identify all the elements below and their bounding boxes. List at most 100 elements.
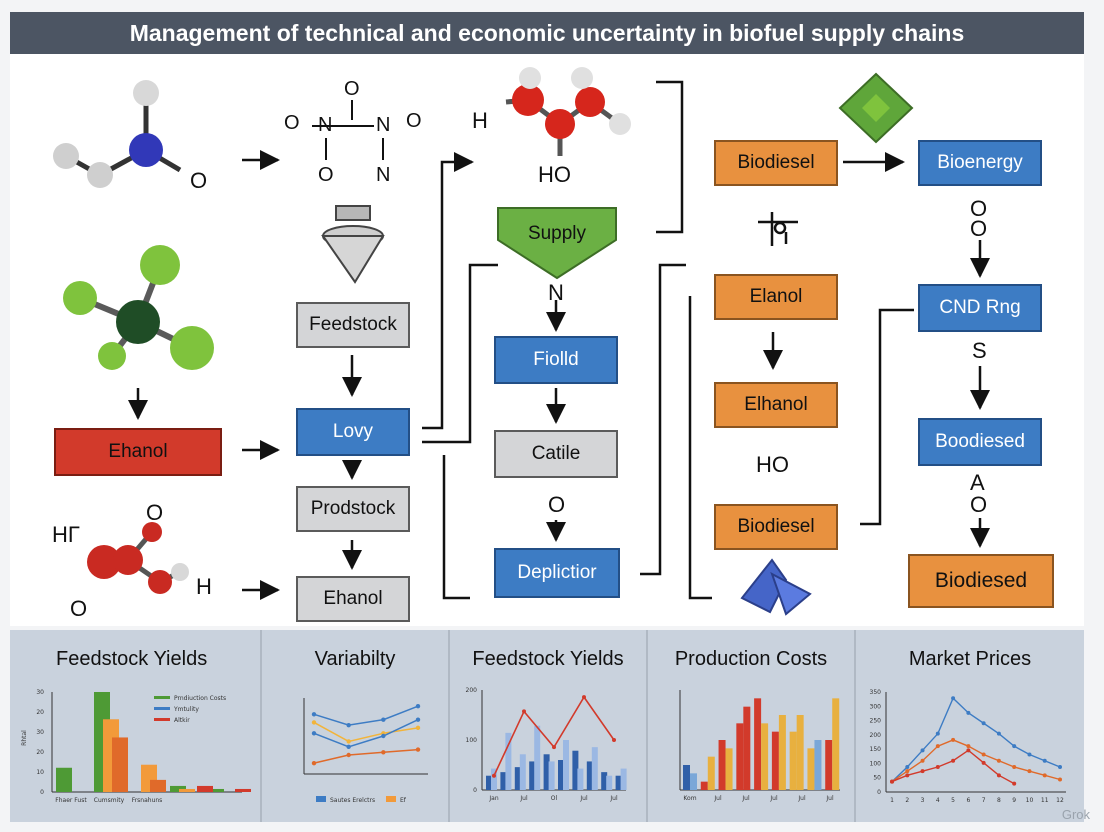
catile-box: Catile: [494, 430, 618, 478]
chart-2-point-2-2: [381, 733, 386, 739]
chart-2-point-2-0: [311, 731, 317, 736]
chart-3-ytick-1: 100: [466, 737, 478, 744]
prodstock-box: Prodstock: [296, 486, 410, 532]
chart-1-bar-2-2: [150, 779, 166, 792]
chart-2-series-2: [313, 719, 419, 748]
nitro-o2-label: O: [318, 164, 334, 186]
chart-3-bar-0-4: [543, 754, 550, 790]
feedstock-box: Feedstock: [296, 302, 410, 348]
bracket-deplictior-elanol: [640, 263, 686, 576]
chart-1-bar-3-4: [235, 788, 251, 792]
chart-5-xtick-4: 5: [951, 797, 955, 804]
chart-5-ytick-5: 250: [870, 718, 882, 725]
chart-5-point-1-10: [1042, 773, 1047, 778]
chart-4-bar-1-1: [707, 756, 715, 790]
chart-5-point-0-5: [966, 710, 971, 715]
chart-1-xtick-0: Fhaer Fust: [55, 797, 87, 804]
molecule-blue-atoms: [53, 80, 163, 188]
elhanol-ho-label: HO: [756, 452, 789, 477]
chart-5-xtick-9: 10: [1026, 797, 1034, 804]
biodiesel-low-box: Biodiesel: [714, 504, 838, 550]
chart-1-legend-0: Prndiuction Costs: [174, 695, 226, 702]
chart-4-bar-1-3: [743, 706, 751, 790]
col5-o3-label: O: [970, 492, 988, 517]
hex-h-label: H: [472, 108, 488, 133]
watermark: Grok: [1061, 807, 1090, 822]
col5-s-label: S: [972, 338, 987, 363]
puzzle-icon: [838, 72, 914, 144]
chart-5-point-1-11: [1058, 777, 1062, 782]
chart-5-point-2-4: [951, 758, 956, 763]
recycle-icon: [740, 558, 812, 616]
chart-5-xtick-10: 11: [1041, 797, 1049, 804]
chart-2-point-0-1: [346, 722, 351, 728]
chart-4-bar-0-1: [700, 781, 708, 790]
bracket-top-right: [656, 80, 684, 234]
biodiesed-label: Biodiesed: [934, 569, 1028, 592]
chart-3-line-point-2: [552, 745, 556, 750]
bioenergy-box: Bioenergy: [918, 140, 1042, 186]
chart-5-point-0-11: [1058, 765, 1062, 769]
symbol-cross: [758, 212, 798, 246]
chart-1-ytick-3: 30: [36, 729, 44, 736]
nitro-structure: [312, 100, 384, 160]
chart-2-legend-swatch-1: [386, 796, 396, 802]
chart-3-bar-0-8: [601, 772, 608, 790]
chart-3-bar-1-2: [519, 754, 526, 790]
chart-4-bar-0-5: [771, 731, 779, 790]
chart-5-point-2-8: [1012, 781, 1017, 786]
chart-5-point-0-4: [951, 696, 956, 701]
chart-5-point-1-2: [920, 758, 925, 763]
supply-box: Supply: [498, 218, 616, 250]
chart-4-bar-1-0: [690, 773, 697, 790]
chart-3-bar-1-8: [606, 775, 613, 790]
chart-3-bar-1-3: [534, 725, 541, 790]
deplictior-label: Deplictior: [517, 562, 597, 583]
supply-n-label: N: [548, 280, 564, 305]
chart-4-xtick-1: Jul: [713, 795, 722, 802]
chart-5-point-2-6: [981, 760, 986, 765]
chart-4-xtick-0: Kom: [683, 795, 696, 802]
chart-1-ytick-1: 10: [36, 769, 44, 776]
mol3-h-label: HΓ: [52, 522, 81, 547]
col5-o1-label: O: [970, 196, 988, 221]
chart-5-point-2-7: [996, 773, 1001, 778]
catile-o-label: O: [548, 492, 566, 517]
chart-3-bar-0-5: [558, 760, 564, 790]
chart-3-bar-1-7: [591, 747, 598, 790]
mol3-o1-label: O: [146, 500, 164, 525]
chart-1-xtick-1: Cumsmity: [94, 797, 125, 804]
boodiesed-label: Boodiesed: [935, 431, 1025, 452]
chart-3-bar-0-1: [500, 772, 507, 790]
ehanol-gray-box: Ehanol: [296, 576, 410, 622]
chart-4-bar-0-7: [807, 748, 815, 790]
molecule-green-atoms: [63, 245, 214, 370]
chart-5-point-0-1: [905, 765, 910, 769]
chart-1-legend-swatch-0: [154, 696, 170, 699]
chart-3-ytick-2: 200: [466, 687, 478, 694]
chart-1-title: Feedstock Yields: [56, 648, 208, 670]
chart-5-point-0-2: [920, 748, 925, 753]
catile-label: Catile: [531, 443, 581, 464]
biodiesel-top-label: Biodiesel: [737, 152, 815, 173]
chart-1-ylabel: Rhtal: [21, 730, 28, 746]
chart-4-bar-1-4: [761, 723, 769, 790]
chart-4-bar-0-3: [736, 723, 744, 790]
chart-3-xtick-3: Jul: [579, 795, 588, 802]
chart-5-point-2-5: [966, 748, 971, 753]
chart-2-legend-1: Ef: [400, 797, 407, 804]
boodiesed-box: Boodiesed: [918, 418, 1042, 466]
elanol-label: Elanol: [749, 286, 803, 307]
chart-5-ytick-7: 350: [870, 689, 882, 696]
chart-5-point-1-3: [935, 744, 940, 749]
chart-4-bar-1-8: [832, 698, 840, 790]
chart-4-bar-1-2: [725, 748, 733, 790]
funnel-icon: [321, 205, 385, 284]
chart-5-xtick-2: 3: [921, 797, 925, 804]
chart-2-legend-0: Sautes Erelctrs: [330, 797, 375, 804]
mol1-o-label: O: [190, 168, 208, 193]
chart-3-line-point-0: [492, 773, 496, 778]
chart-4-xtick-4: Jul: [797, 795, 806, 802]
chart-3-xtick-0: Jan: [488, 795, 498, 802]
